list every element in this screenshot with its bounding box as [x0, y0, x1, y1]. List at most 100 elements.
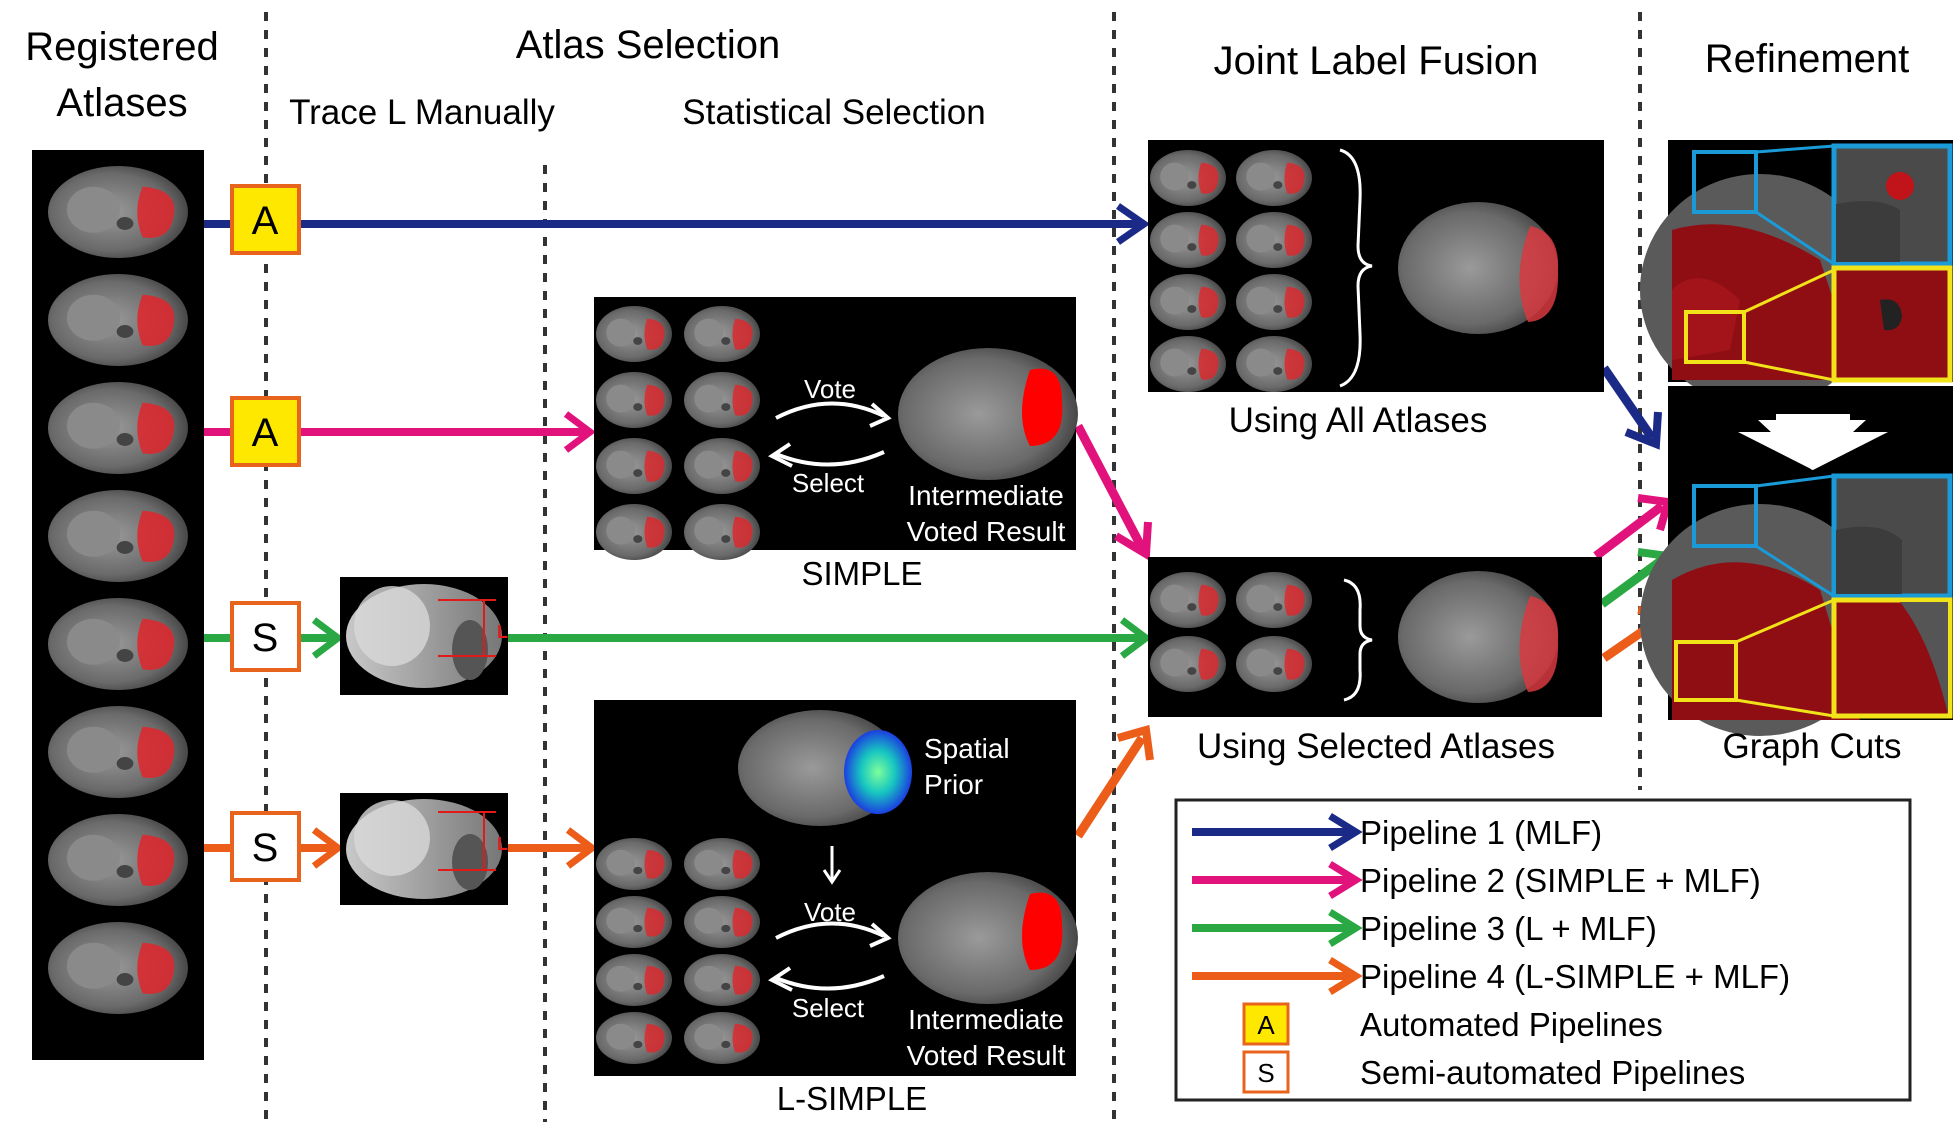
atlas-scan — [48, 382, 188, 474]
spatial-prior-line2: Prior — [924, 769, 983, 800]
simple-atlas-scan — [684, 504, 760, 560]
header-atlas-selection: Atlas Selection — [516, 23, 781, 67]
legend-pipeline-label: Pipeline 3 (L + MLF) — [1360, 910, 1657, 947]
atlas-scan — [48, 814, 188, 906]
pipeline3-to-refine — [1599, 556, 1665, 608]
legend-badge-letter: S — [1257, 1058, 1274, 1088]
pipeline1-to-refine-head — [1624, 411, 1662, 450]
lsimple-atlas-scan — [684, 954, 760, 1006]
legend-badge-s: S Semi-automated Pipelines — [1242, 1050, 1745, 1094]
simple-result-line2: Voted Result — [907, 516, 1066, 547]
header-registered-atlases-line1: Registered — [25, 25, 218, 69]
legend-pipeline-2: Pipeline 2 (SIMPLE + MLF) — [1192, 861, 1761, 899]
simple-atlas-scan — [596, 306, 672, 362]
lsimple-atlas-scan — [596, 838, 672, 890]
badge-row2-letter: A — [252, 411, 279, 455]
badge-row2: A — [230, 396, 301, 467]
pipeline4-to-fusion — [1074, 735, 1146, 839]
trace-l-image-row3: L — [340, 577, 508, 695]
legend-pipeline-label: Pipeline 2 (SIMPLE + MLF) — [1360, 862, 1761, 899]
pipeline3-arrowhead-a — [311, 617, 344, 659]
lsimple-atlas-scan — [596, 1012, 672, 1064]
badge-row3: S — [230, 601, 301, 672]
legend-badge-a: A Automated Pipelines — [1242, 1002, 1663, 1046]
simple-atlas-scan — [684, 372, 760, 428]
l-marker-row4: L — [497, 834, 508, 854]
fusion-selected-panel — [1148, 557, 1602, 717]
atlas-scan — [48, 490, 188, 582]
legend-pipeline-3: Pipeline 3 (L + MLF) — [1192, 909, 1657, 947]
simple-atlas-scan — [684, 438, 760, 494]
spatial-prior-line1: Spatial — [924, 733, 1010, 764]
badge-row4-letter: S — [252, 826, 279, 870]
fusion-selected-atlas-scan — [1236, 572, 1312, 628]
fusion-all-result-scan — [1398, 202, 1559, 334]
fusion-all-panel — [1148, 140, 1604, 392]
fusion-all-atlas-scan — [1150, 274, 1226, 330]
refinement-caption: Graph Cuts — [1723, 727, 1902, 766]
atlas-scan — [48, 166, 188, 258]
lsimple-voted-result-scan — [898, 872, 1078, 1004]
simple-voted-result-scan — [898, 348, 1078, 480]
pipeline-arrows — [204, 203, 1674, 869]
lsimple-atlas-scan — [684, 1012, 760, 1064]
fusion-selected-caption: Using Selected Atlases — [1197, 727, 1555, 766]
fusion-all-atlas-scan — [1236, 212, 1312, 268]
lsimple-atlas-scan — [684, 838, 760, 890]
simple-vote-label: Vote — [804, 374, 856, 404]
legend-pipeline-1: Pipeline 1 (MLF) — [1192, 813, 1602, 851]
lsimple-panel: Spatial Prior Vote Select Intermediate V… — [594, 700, 1078, 1076]
legend-pipeline-4: Pipeline 4 (L-SIMPLE + MLF) — [1192, 957, 1790, 995]
atlas-scan — [48, 274, 188, 366]
fusion-all-atlas-scan — [1150, 336, 1226, 392]
legend: Pipeline 1 (MLF) Pipeline 2 (SIMPLE + MLF… — [1174, 798, 1912, 1102]
fusion-all-atlas-scan — [1150, 212, 1226, 268]
legend-badge-label: Automated Pipelines — [1360, 1006, 1663, 1043]
fusion-selected-brace — [1343, 578, 1373, 702]
lsimple-atlas-scan — [684, 896, 760, 948]
fusion-selected-atlas-scan — [1236, 636, 1312, 692]
simple-atlas-scan — [596, 438, 672, 494]
simple-caption: SIMPLE — [801, 555, 922, 592]
refinement-before — [1640, 140, 1953, 406]
prior-down-arrow — [822, 846, 842, 885]
legend-badge-letter: A — [1257, 1010, 1275, 1040]
lsimple-vote-label: Vote — [804, 897, 856, 927]
atlas-scan — [48, 706, 188, 798]
simple-atlas-scan — [596, 372, 672, 428]
header-refinement: Refinement — [1705, 37, 1910, 81]
pipeline4-arrowhead-a — [311, 827, 344, 869]
pipeline1-to-refine — [1600, 365, 1656, 441]
lsimple-atlas-scan — [596, 954, 672, 1006]
atlas-scan — [48, 922, 188, 1014]
fusion-all-atlas-scan — [1236, 336, 1312, 392]
refinement-after — [1640, 470, 1953, 736]
legend-badge-label: Semi-automated Pipelines — [1360, 1054, 1745, 1091]
fusion-selected-result-scan — [1398, 571, 1559, 703]
fusion-all-atlas-scan — [1236, 274, 1312, 330]
pipeline3-arrowhead-b — [1119, 617, 1152, 659]
trace-l-image-row4: L — [340, 793, 508, 905]
badge-row1-letter: A — [252, 199, 279, 243]
spatial-prior-scan — [738, 710, 912, 826]
fusion-all-caption: Using All Atlases — [1229, 401, 1488, 440]
lsimple-caption: L-SIMPLE — [777, 1080, 927, 1117]
lsimple-atlas-scan — [596, 896, 672, 948]
fusion-all-atlas-scan — [1150, 150, 1226, 206]
header-joint-label-fusion: Joint Label Fusion — [1214, 39, 1539, 83]
lsimple-result-line1: Intermediate — [908, 1004, 1064, 1035]
registered-atlases-strip — [32, 150, 204, 1060]
badge-row3-letter: S — [252, 616, 279, 660]
header-statistical-selection: Statistical Selection — [682, 93, 985, 132]
atlas-scan — [48, 598, 188, 690]
fusion-all-atlas-scan — [1236, 150, 1312, 206]
pipeline2-to-refine — [1593, 502, 1665, 560]
legend-pipeline-label: Pipeline 1 (MLF) — [1360, 814, 1602, 851]
simple-panel: Vote Select Intermediate Voted Result — [594, 297, 1078, 560]
badge-row1: A — [230, 184, 301, 255]
simple-vote-select-arrows — [768, 401, 892, 468]
simple-select-label: Select — [792, 468, 865, 498]
fusion-selected-atlas-scan — [1150, 636, 1226, 692]
header-registered-atlases-line2: Atlases — [56, 81, 187, 125]
